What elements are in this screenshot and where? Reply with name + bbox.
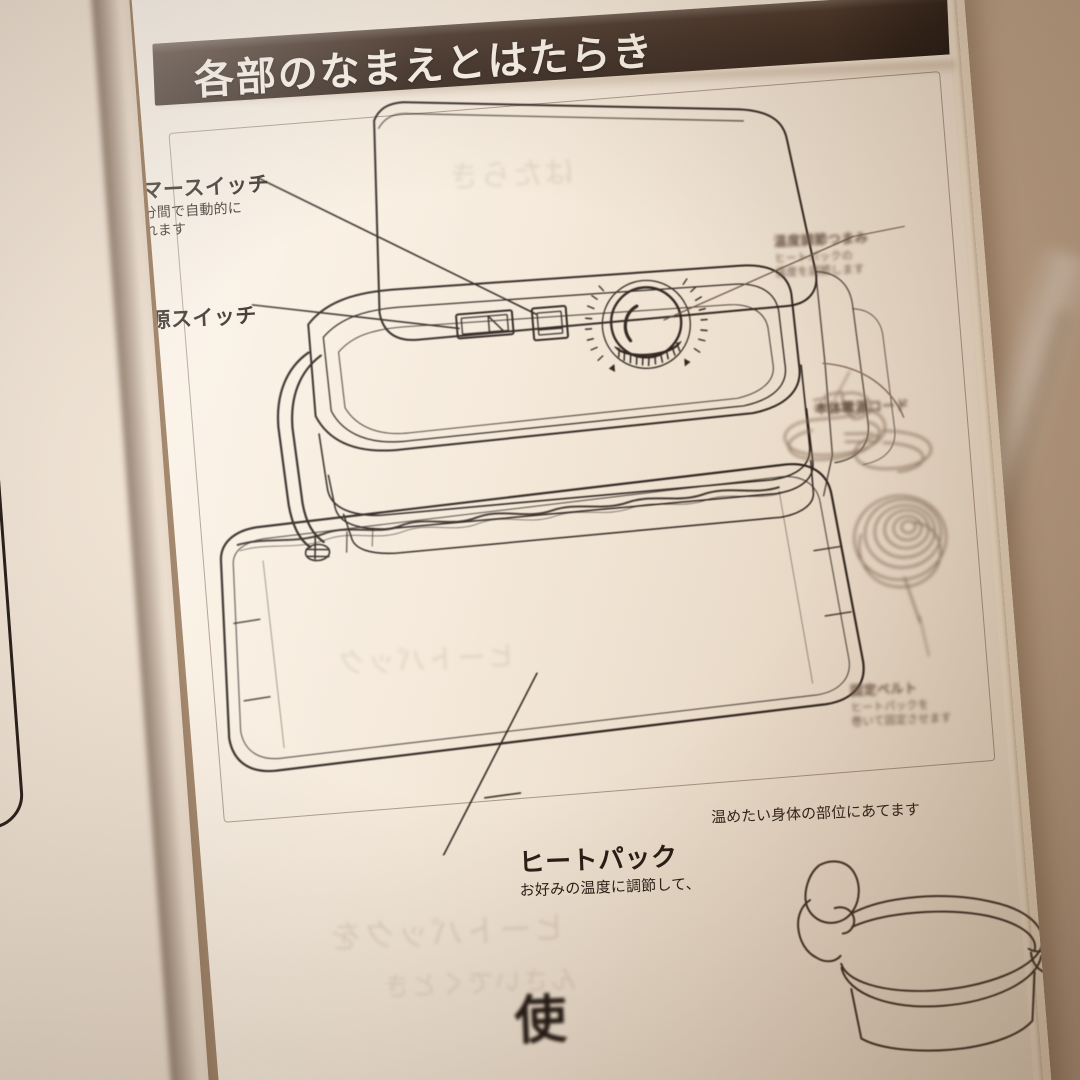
- belt-coil: [853, 494, 948, 624]
- hands-illustration: [797, 860, 1056, 1052]
- unit-to-cord: [822, 362, 905, 418]
- dial-marker-left: [608, 364, 616, 373]
- label-heat-pack: ヒートパック お好みの温度に調節して、: [518, 841, 701, 901]
- label-temperature-knob: 温度調節つまみ ヒートパックの 温度を調節します: [773, 231, 869, 280]
- cord-collar: [304, 543, 331, 562]
- hand-left-thumb: [833, 906, 856, 935]
- main-unit-lid-crease: [378, 112, 745, 129]
- main-unit-lid: [373, 101, 818, 341]
- dial-knurl: [614, 341, 682, 367]
- hand-right-fingers: [1029, 923, 1056, 975]
- pad-body: [840, 954, 1043, 1008]
- power-switch-icon: [530, 304, 569, 342]
- left-page-frame: [0, 62, 26, 846]
- dial-ticks: [584, 278, 708, 362]
- showthrough-text: ヒートパックを: [326, 908, 567, 957]
- main-unit-right-wall-2: [814, 270, 870, 464]
- leader-heatpack-2: [483, 792, 522, 799]
- product-diagram: [219, 101, 948, 867]
- control-panel-inner-1: [322, 283, 787, 443]
- heat-pack-seam: [236, 486, 780, 546]
- heat-pack-ridge: [371, 527, 374, 547]
- label-fixing-belt: 固定ベルト ヒートパックを 巻いて固定させます: [850, 680, 952, 730]
- dial-marker-right: [684, 358, 691, 367]
- leader-power: [251, 304, 460, 330]
- timer-switch-icon: [455, 309, 515, 340]
- leader-timer: [257, 177, 537, 315]
- control-panel: [307, 264, 801, 452]
- heat-pack-side-ticks: [233, 545, 852, 702]
- bottom-section-heading: 使: [513, 989, 571, 1053]
- heat-pack-outline: [219, 463, 865, 773]
- manual-page: はたらき ヒートパック ヒートパックを んさいでくとき 各部のなまえとはたらき: [122, 0, 1056, 1080]
- leader-knob-2: [852, 225, 905, 238]
- heat-pack-cord-entry: [314, 535, 317, 560]
- pad-bottom: [860, 1019, 1034, 1052]
- leader-belt: [919, 615, 930, 657]
- main-unit-base: [342, 459, 815, 555]
- heat-pack-cord-entry-2: [345, 531, 348, 553]
- main-unit-body-2: [327, 408, 814, 530]
- control-panel-inner-2: [338, 304, 774, 435]
- label-power-switch: 源スイッチ: [149, 302, 258, 335]
- dial-pointer: [623, 304, 639, 343]
- heat-pack-inner: [232, 476, 850, 760]
- power-plug: [813, 391, 872, 420]
- label-power-title: 源スイッチ: [148, 303, 258, 333]
- hand-left: [804, 860, 860, 924]
- accessories: [784, 370, 948, 657]
- pad-edge: [850, 971, 1036, 1040]
- leader-heatpack: [437, 672, 538, 867]
- heat-pack-inner-panel: [262, 560, 285, 749]
- coiled-cord: [784, 409, 932, 473]
- leader-cord: [833, 370, 851, 402]
- leader-knob: [663, 235, 854, 321]
- heat-pack-seam-2: [239, 492, 782, 552]
- belt-band-2: [851, 910, 1036, 952]
- heat-pack-inner-panel-2: [778, 490, 814, 684]
- main-unit-right-wall-3: [852, 308, 896, 466]
- hand-left-fingers: [797, 899, 842, 963]
- label-timer-switch: マースイッチ 分間で自動的に れます: [141, 171, 272, 242]
- temperature-dial: [584, 278, 708, 373]
- unit-cord-left: [276, 351, 312, 549]
- belt-band: [840, 895, 1044, 992]
